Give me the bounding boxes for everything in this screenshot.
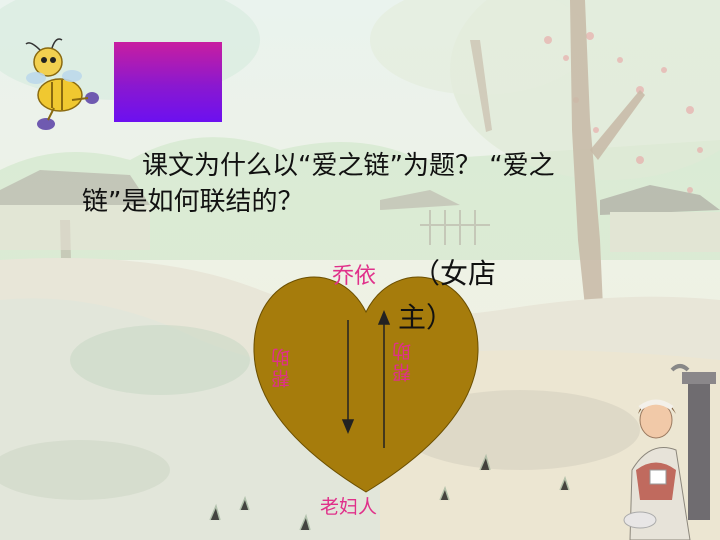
qiao-yi-label: 乔依 [332,264,377,289]
old-woman-label: 老妇人 [320,496,378,518]
bee-mascot-icon [25,38,99,130]
shop-owner-label-line-2: 主） [398,301,455,334]
question-text: 课文为什么以“爱之链”为题？ “爱之 链”是如何联结的？ [82,148,642,220]
shopkeeper-woman-illustration [623,364,716,540]
title-color-block [114,42,222,122]
question-line-1: 课文为什么以“爱之链”为题？ “爱之 [82,148,642,184]
love-chain-heart [253,276,479,493]
right-help-label: 帮助 [392,340,414,382]
left-help-arrow [341,320,355,434]
question-line-2: 链”是如何联结的？ [82,187,304,217]
left-help-label: 帮助 [271,346,293,388]
shop-owner-label-line-1: （女店 [412,257,497,290]
question-line-1-text: 课文为什么以“爱之链”为题？ “爱之 [142,151,555,181]
right-help-arrow [377,310,391,448]
